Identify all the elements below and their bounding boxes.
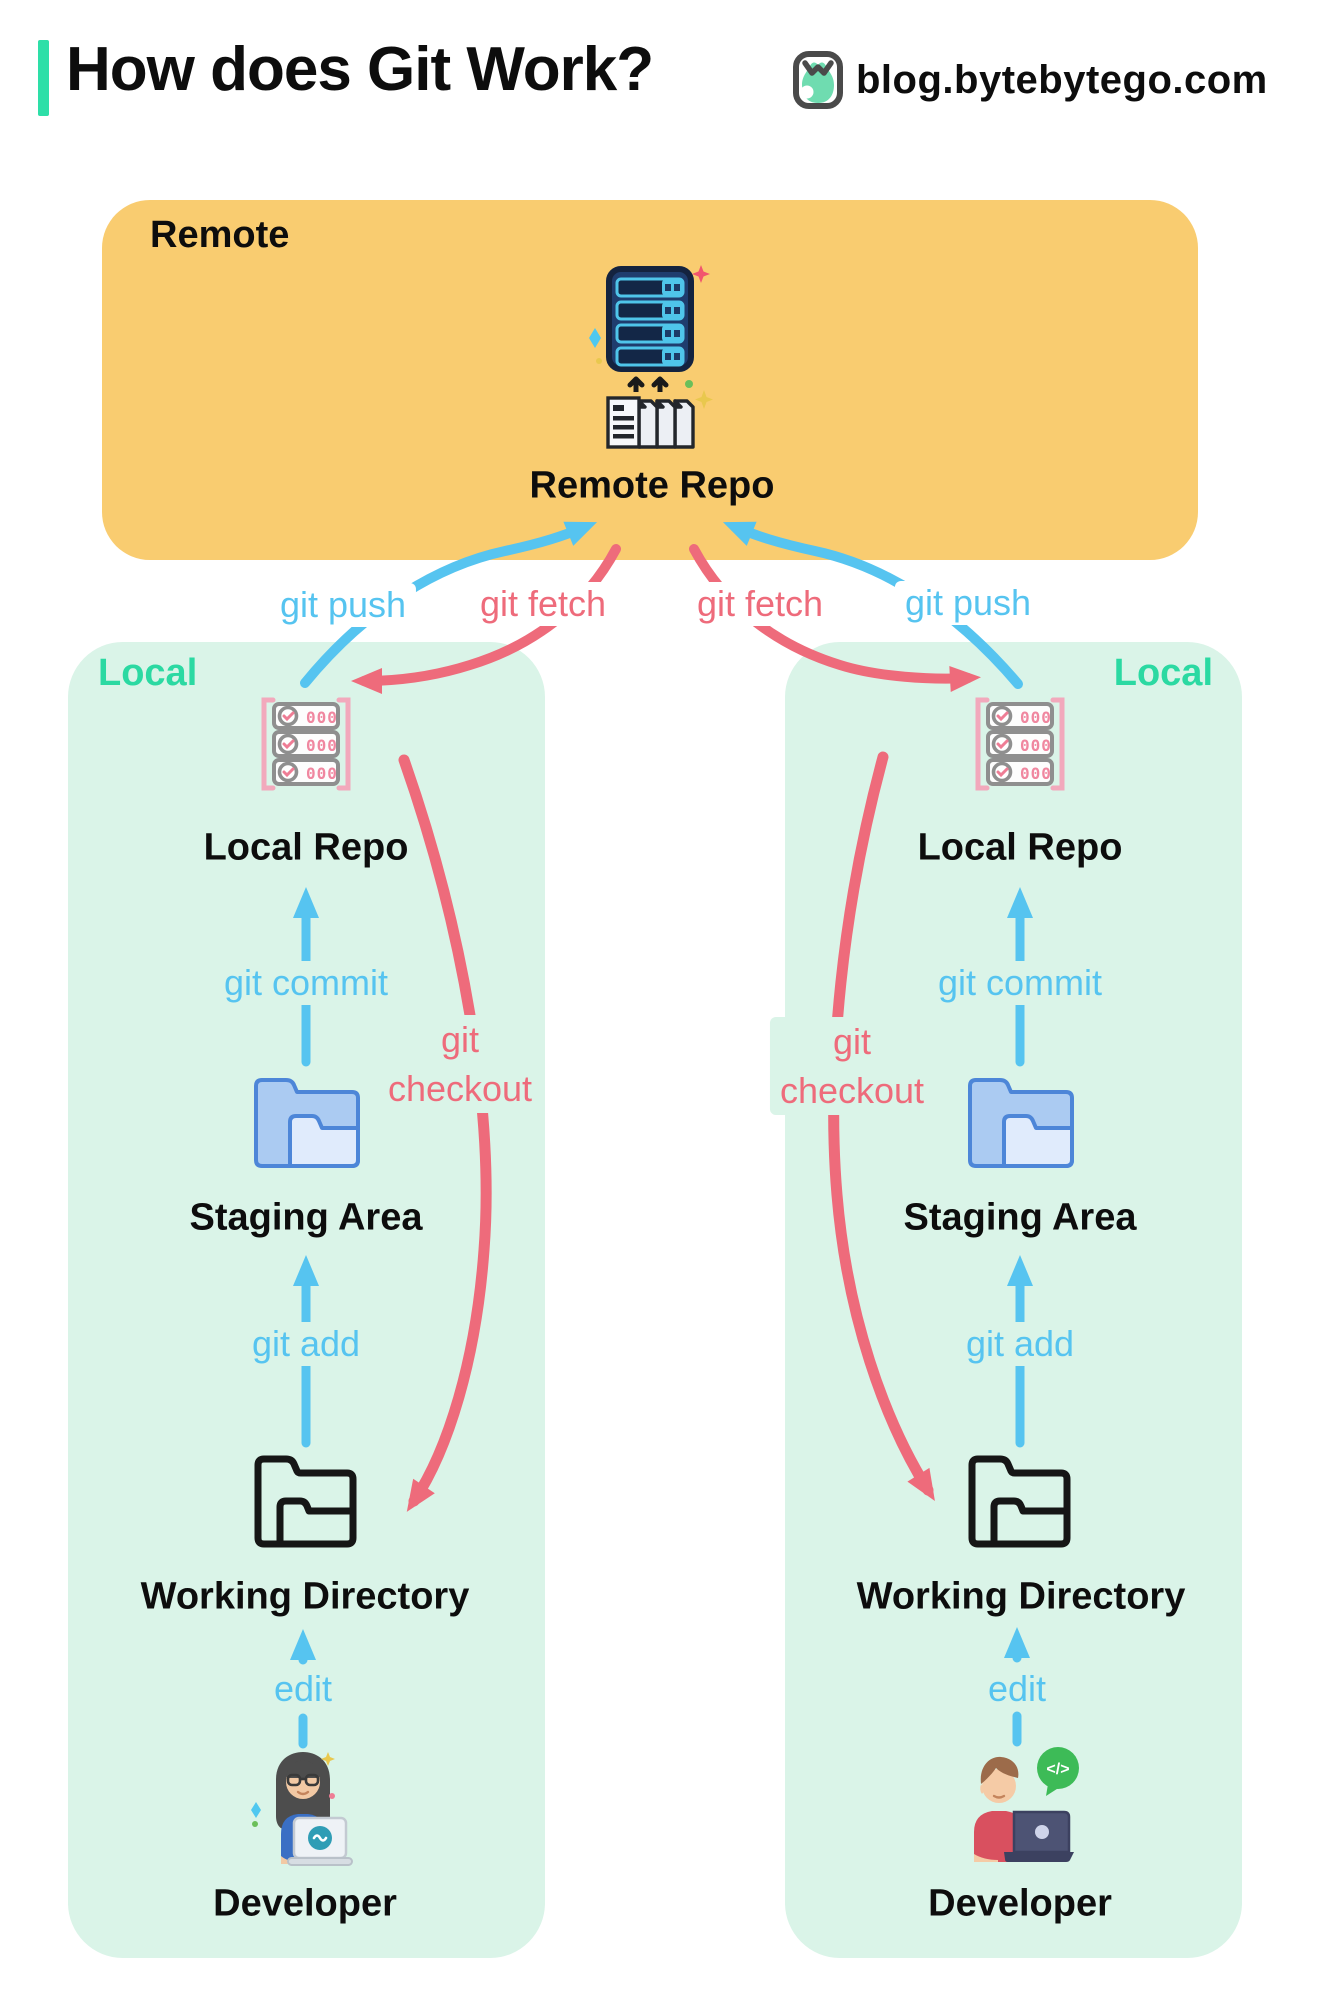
bytebytego-logo-icon bbox=[793, 51, 843, 109]
local-repo-icon-right: 000 000 000 bbox=[975, 697, 1065, 791]
working-dir-label-left: Working Directory bbox=[140, 1575, 470, 1618]
svg-text:000: 000 bbox=[1020, 708, 1052, 727]
remote-server-icon bbox=[606, 266, 694, 372]
developer-label-left: Developer bbox=[213, 1882, 397, 1925]
git-commit-label-left: git commit bbox=[213, 961, 399, 1005]
edit-label-left: edit bbox=[263, 1667, 343, 1711]
git-checkout-label-right: git checkout bbox=[769, 1017, 935, 1115]
svg-text:</>: </> bbox=[1046, 1761, 1069, 1778]
developer-icon-right: </> bbox=[974, 1747, 1079, 1862]
git-fetch-label-right: git fetch bbox=[686, 582, 834, 626]
local-repo-label-left: Local Repo bbox=[203, 826, 409, 869]
git-add-label-left: git add bbox=[241, 1322, 371, 1366]
git-fetch-label-left: git fetch bbox=[469, 582, 617, 626]
developer-label-right: Developer bbox=[928, 1882, 1112, 1925]
local-repo-icon-left: 000 000 000 bbox=[261, 697, 351, 791]
document-stack-icon bbox=[606, 396, 695, 449]
title-accent-bar bbox=[38, 40, 49, 116]
git-add-label-right: git add bbox=[955, 1322, 1085, 1366]
git-checkout-label-left-line1: git bbox=[440, 1019, 480, 1060]
remote-box-title: Remote bbox=[150, 214, 290, 256]
git-checkout-label-left: git checkout bbox=[377, 1015, 543, 1113]
git-commit-label-right: git commit bbox=[927, 961, 1113, 1005]
page-title: How does Git Work? bbox=[66, 35, 654, 104]
staging-folder-icon-left bbox=[254, 1078, 360, 1168]
sparkles-remote bbox=[589, 265, 713, 409]
site-name: blog.bytebytego.com bbox=[856, 58, 1268, 102]
git-push-label-left: git push bbox=[269, 583, 417, 627]
svg-text:000: 000 bbox=[1020, 764, 1052, 783]
staging-area-label-left: Staging Area bbox=[189, 1196, 423, 1239]
git-checkout-label-right-line1: git bbox=[832, 1021, 872, 1062]
git-push-label-right: git push bbox=[894, 581, 1042, 625]
staging-area-label-right: Staging Area bbox=[903, 1196, 1137, 1239]
developer-icon-left bbox=[251, 1752, 353, 1866]
git-checkout-label-right-line2: checkout bbox=[779, 1070, 925, 1111]
local-box-left-title: Local bbox=[98, 652, 198, 694]
edit-label-right: edit bbox=[977, 1667, 1057, 1711]
local-box-right-title: Local bbox=[1113, 652, 1213, 694]
svg-text:000: 000 bbox=[1020, 736, 1052, 755]
git-checkout-label-left-line2: checkout bbox=[387, 1068, 533, 1109]
svg-text:000: 000 bbox=[306, 708, 338, 727]
working-dir-folder-icon-right bbox=[968, 1455, 1071, 1548]
staging-folder-icon-right bbox=[968, 1078, 1074, 1168]
upload-arrows-icon bbox=[627, 376, 669, 392]
remote-box bbox=[102, 200, 1198, 560]
working-dir-label-right: Working Directory bbox=[856, 1575, 1186, 1618]
local-repo-label-right: Local Repo bbox=[917, 826, 1123, 869]
remote-repo-label: Remote Repo bbox=[529, 464, 775, 507]
svg-text:000: 000 bbox=[306, 764, 338, 783]
svg-text:000: 000 bbox=[306, 736, 338, 755]
working-dir-folder-icon-left bbox=[254, 1455, 357, 1548]
